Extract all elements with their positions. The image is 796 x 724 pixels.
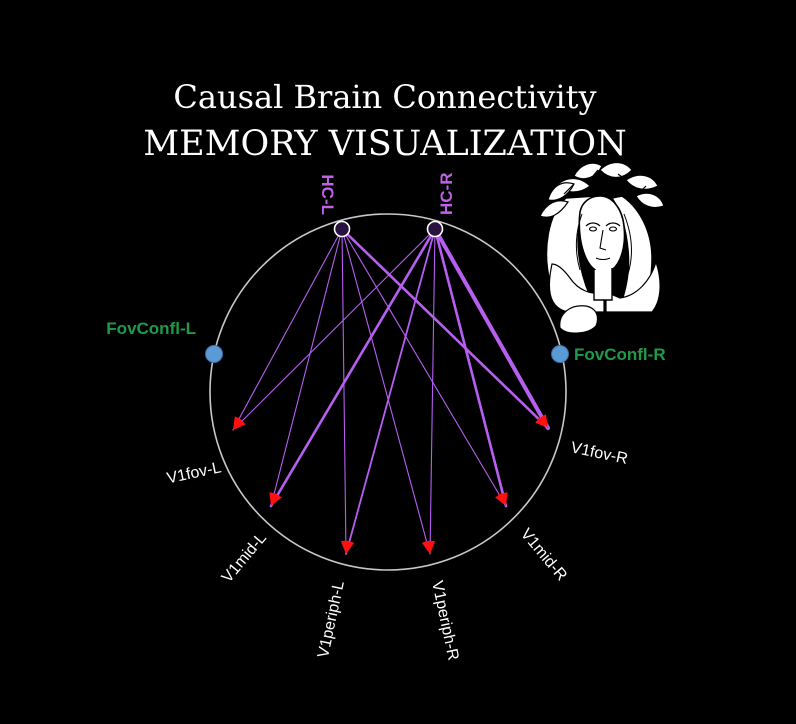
title-line-1: Causal Brain Connectivity	[173, 78, 596, 116]
edge-hc-l-to-v1mid-l	[270, 228, 343, 507]
node-hc-r[interactable]	[426, 220, 444, 238]
picasso-portrait-icon	[539, 161, 665, 334]
arrowhead-v1periph-l	[344, 540, 355, 554]
edge-hc-r-to-v1periph-l	[345, 228, 436, 555]
connectivity-circle	[209, 213, 567, 571]
edges-layer	[232, 227, 550, 555]
arrowhead-v1mid-r	[497, 492, 508, 506]
edge-hc-l-to-v1mid-r	[341, 228, 507, 507]
arrowhead-v1fov-l	[233, 417, 246, 430]
edge-hc-l-to-v1periph-l	[341, 228, 347, 555]
label-hc-l: HC-L	[318, 174, 337, 215]
node-fovconfl-l[interactable]	[205, 345, 223, 363]
title-line-2: MEMORY VISUALIZATION	[143, 124, 626, 164]
edge-hc-r-to-v1mid-l	[269, 227, 437, 508]
edge-hc-l-to-v1periph-r	[341, 228, 431, 555]
label-fovconfl-r: FovConfl-R	[574, 345, 666, 364]
arrowhead-v1fov-r	[537, 414, 548, 428]
edge-hc-r-to-v1periph-r	[429, 228, 436, 555]
label-hc-r: HC-R	[437, 173, 456, 216]
label-fovconfl-l: FovConfl-L	[106, 319, 196, 338]
edge-hc-r-to-v1fov-r	[433, 227, 550, 430]
edge-hc-l-to-v1fov-l	[232, 228, 343, 431]
node-fovconfl-r[interactable]	[551, 345, 569, 363]
edge-hc-r-to-v1mid-r	[433, 227, 508, 508]
edge-hc-l-to-v1fov-r	[340, 227, 550, 430]
arrowhead-v1mid-l	[271, 492, 282, 506]
arrowhead-v1periph-r	[425, 540, 436, 554]
edge-hc-r-to-v1fov-l	[232, 228, 436, 431]
node-hc-l[interactable]	[333, 220, 351, 238]
